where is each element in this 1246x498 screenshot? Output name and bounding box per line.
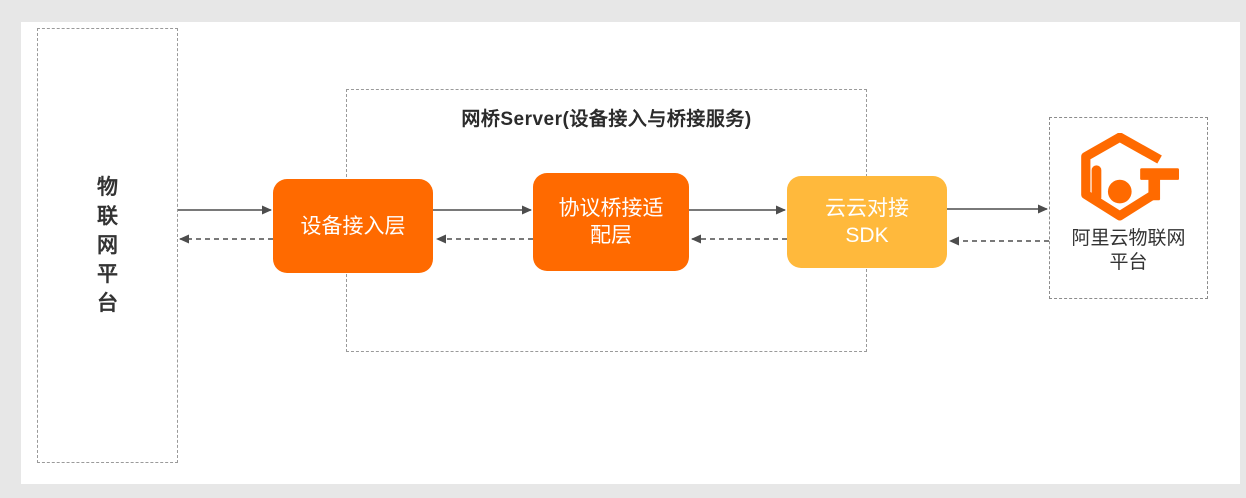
node-label-line: SDK bbox=[845, 224, 889, 247]
iot-platform-label: 物 联 网 平 台 bbox=[97, 173, 118, 318]
aliyun-platform-label: 阿里云物联网 平台 bbox=[1071, 227, 1185, 275]
node-device-access-layer: 设备接入层 bbox=[273, 179, 433, 273]
iot-platform-char: 台 bbox=[97, 292, 118, 315]
aliyun-label-line: 平台 bbox=[1109, 252, 1148, 273]
node-label-line: 云云对接 bbox=[825, 197, 909, 220]
node-cloud-to-cloud-sdk: 云云对接 SDK bbox=[787, 176, 947, 268]
iot-platform-char: 平 bbox=[97, 263, 118, 286]
iot-platform-char: 联 bbox=[97, 205, 118, 228]
node-label-line: 配层 bbox=[590, 224, 632, 247]
iot-platform-box: 物 联 网 平 台 bbox=[37, 28, 178, 463]
node-label-line: 协议桥接适 bbox=[558, 197, 664, 220]
iot-platform-char: 物 bbox=[97, 176, 118, 199]
aliyun-label-line: 阿里云物联网 bbox=[1071, 228, 1186, 249]
node-protocol-bridge-adapter: 协议桥接适 配层 bbox=[533, 173, 689, 271]
iot-platform-char: 网 bbox=[97, 234, 118, 257]
diagram-card: 物 联 网 平 台 网桥Server(设备接入与桥接服务) bbox=[21, 22, 1240, 484]
aliyun-iot-logo-icon bbox=[1080, 133, 1179, 221]
aliyun-iot-platform-box: 阿里云物联网 平台 bbox=[1049, 117, 1208, 299]
node-label-line: 设备接入层 bbox=[300, 214, 406, 238]
bridge-server-title: 网桥Server(设备接入与桥接服务) bbox=[461, 109, 752, 130]
